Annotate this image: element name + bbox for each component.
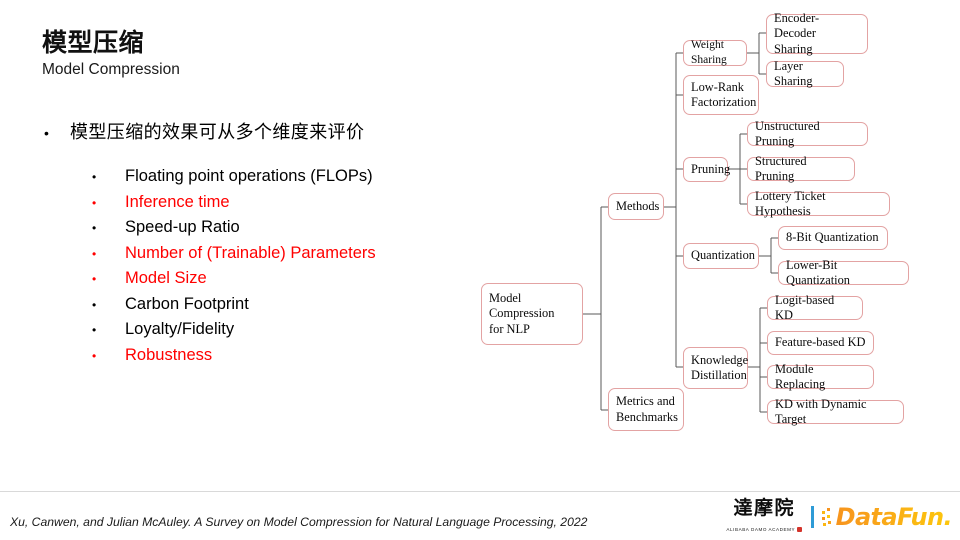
bullet-glyph-icon: • — [92, 195, 97, 210]
list-item: • Loyalty/Fidelity — [92, 317, 474, 343]
bullet-list: • 模型压缩的效果可从多个维度来评价 • Floating point oper… — [44, 120, 474, 368]
page-title-en: Model Compression — [42, 61, 180, 78]
bullet-glyph-icon: • — [44, 125, 49, 141]
logo-divider — [811, 506, 814, 528]
node-lower-bit-quantization[interactable]: Lower-Bit Quantization — [778, 258, 909, 287]
list-item-label: Floating point operations (FLOPs) — [125, 167, 373, 185]
list-item: • Inference time — [92, 190, 474, 216]
sub-bullet-list: • Floating point operations (FLOPs) • In… — [92, 164, 474, 368]
node-logit-based-kd[interactable]: Logit-based KD — [767, 293, 863, 322]
citation-text: Xu, Canwen, and Julian McAuley. A Survey… — [10, 515, 588, 529]
node-quantization[interactable]: Quantization — [683, 243, 759, 269]
list-item: • Model Size — [92, 266, 474, 292]
datafun-dots-icon — [821, 508, 831, 526]
node-metrics-and-benchmarks[interactable]: Metrics and Benchmarks — [608, 388, 684, 431]
list-item-label: Number of (Trainable) Parameters — [125, 243, 376, 262]
bullet-glyph-icon: • — [92, 246, 97, 261]
page-title-cn: 模型压缩 — [42, 28, 145, 57]
node-unstructured-pruning[interactable]: Unstructured Pruning — [747, 119, 868, 148]
node-root[interactable]: Model Compression for NLP — [481, 283, 583, 345]
node-encoder-decoder-sharing[interactable]: Encoder-Decoder Sharing — [766, 11, 868, 56]
list-item-label: Loyalty/Fidelity — [125, 320, 235, 338]
bullet-glyph-icon: • — [92, 272, 97, 286]
footer-logos: 達摩院 ALIBABA DAMO ACADEMY DataFun. — [726, 497, 953, 536]
bullet-glyph-icon: • — [92, 348, 97, 363]
damo-logo-en-row: ALIBABA DAMO ACADEMY — [726, 518, 803, 536]
list-item-label: Inference time — [125, 192, 230, 211]
damo-academy-logo: 達摩院 ALIBABA DAMO ACADEMY — [726, 497, 803, 536]
bullet-level1-label: 模型压缩的效果可从多个维度来评价 — [70, 122, 365, 143]
damo-logo-en: ALIBABA DAMO ACADEMY — [726, 527, 796, 532]
node-low-rank-factorization[interactable]: Low-Rank Factorization — [683, 75, 759, 115]
bullet-glyph-icon: • — [92, 297, 97, 312]
taxonomy-diagram: Model Compression for NLP Methods Metric… — [475, 11, 960, 452]
bullet-glyph-icon: • — [92, 170, 97, 184]
bullet-level1: • 模型压缩的效果可从多个维度来评价 — [44, 120, 474, 146]
damo-logo-cn: 達摩院 — [733, 497, 796, 519]
datafun-logo: DataFun. — [821, 503, 953, 531]
list-item: • Carbon Footprint — [92, 292, 474, 318]
list-item-label: Robustness — [125, 345, 213, 364]
title-block: 模型压缩 Model Compression — [42, 28, 180, 80]
list-item: • Speed-up Ratio — [92, 215, 474, 241]
node-feature-based-kd[interactable]: Feature-based KD — [767, 331, 874, 355]
list-item: • Floating point operations (FLOPs) — [92, 164, 474, 190]
list-item-label: Model Size — [125, 269, 207, 287]
list-item: • Robustness — [92, 343, 474, 369]
node-structured-pruning[interactable]: Structured Pruning — [747, 154, 855, 183]
node-weight-sharing[interactable]: Weight Sharing — [683, 39, 747, 66]
footer-divider — [0, 491, 960, 492]
datafun-wordmark: DataFun. — [835, 503, 953, 531]
node-methods[interactable]: Methods — [608, 193, 664, 220]
diagram-connectors — [583, 32, 778, 413]
node-8-bit-quantization[interactable]: 8-Bit Quantization — [778, 226, 888, 250]
bullet-glyph-icon: • — [92, 221, 97, 235]
node-knowledge-distillation[interactable]: Knowledge Distillation — [683, 347, 748, 389]
damo-seal-icon — [797, 527, 803, 532]
node-layer-sharing[interactable]: Layer Sharing — [766, 59, 844, 88]
node-pruning[interactable]: Pruning — [683, 157, 730, 182]
bullet-glyph-icon: • — [92, 323, 97, 337]
list-item-label: Speed-up Ratio — [125, 218, 240, 236]
node-kd-with-dynamic-target[interactable]: KD with Dynamic Target — [767, 397, 904, 426]
list-item: • Number of (Trainable) Parameters — [92, 241, 474, 267]
node-lottery-ticket-hypothesis[interactable]: Lottery Ticket Hypothesis — [747, 189, 890, 218]
list-item-label: Carbon Footprint — [125, 294, 249, 313]
node-module-replacing[interactable]: Module Replacing — [767, 362, 874, 391]
